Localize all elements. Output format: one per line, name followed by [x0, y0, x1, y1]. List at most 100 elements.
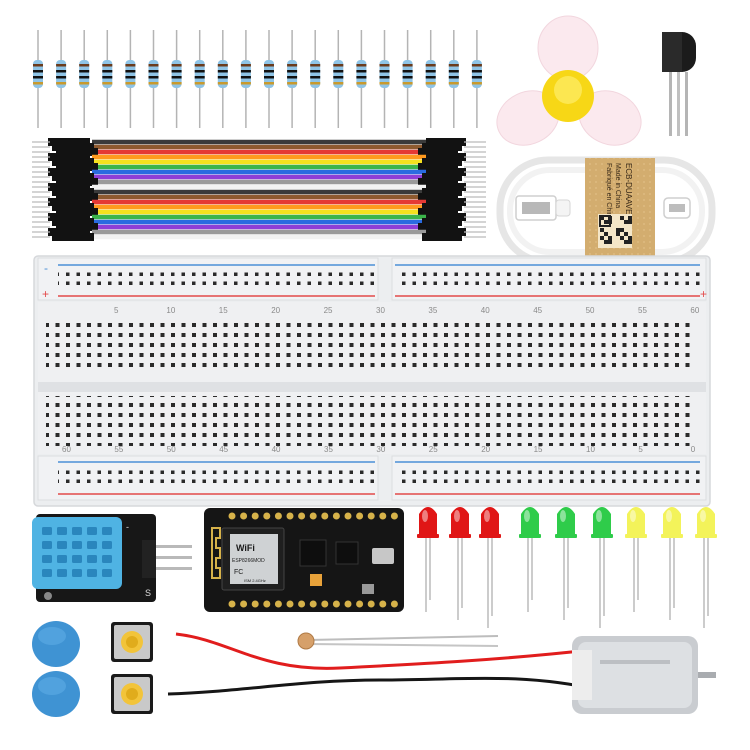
column-number: 40 — [272, 445, 281, 454]
resistor — [240, 30, 251, 128]
resistor — [264, 30, 274, 128]
jumper-wire — [32, 228, 486, 236]
column-number: 55 — [114, 445, 123, 454]
button-caps — [32, 621, 80, 717]
ism-mark: ISM 2.4GHz — [244, 578, 266, 583]
jumper-wire — [32, 223, 486, 231]
column-number: 20 — [481, 445, 490, 454]
motor-wires — [167, 632, 601, 696]
resistor — [125, 30, 136, 128]
column-number: 50 — [586, 306, 595, 315]
jumper-wire — [32, 188, 486, 196]
esp8266-board: WiFi ESP8266MOD FC ISM 2.4GHz — [204, 508, 404, 612]
jumper-wire — [32, 158, 486, 166]
jumper-wire — [32, 148, 486, 156]
column-number: 50 — [167, 445, 176, 454]
column-number: 30 — [376, 306, 385, 315]
fan-propeller — [496, 15, 642, 146]
usb-tag-line-1: ECB-DUAAVE — [624, 163, 633, 214]
column-number: 15 — [219, 306, 228, 315]
esp-shield-can — [230, 534, 278, 584]
jumper-wire — [32, 198, 486, 206]
column-number: 30 — [376, 445, 385, 454]
column-number: 5 — [638, 445, 643, 454]
resistor — [333, 30, 344, 128]
jumper-wire — [32, 213, 486, 221]
resistor — [102, 30, 113, 128]
led — [519, 507, 541, 612]
column-number: 20 — [271, 306, 280, 315]
led — [625, 507, 647, 612]
resistor — [287, 30, 298, 128]
resistor — [402, 30, 413, 128]
led — [695, 507, 717, 628]
jumper-wire — [32, 208, 486, 216]
antenna-trace — [211, 527, 221, 579]
led — [479, 507, 501, 628]
resistor — [448, 30, 459, 128]
jumper-wire-bundle — [32, 138, 486, 241]
dht-sensor-module: - S — [32, 514, 192, 602]
resistor-strip — [33, 30, 482, 128]
resistor — [148, 30, 159, 128]
led — [417, 507, 439, 612]
column-number: 55 — [638, 306, 647, 315]
jumper-wire — [32, 168, 486, 176]
resistor — [217, 30, 228, 128]
column-number: 25 — [324, 306, 333, 315]
sensor-signal-mark: S — [145, 588, 151, 598]
jumper-wire — [32, 138, 486, 146]
led — [591, 507, 613, 628]
photoresistor — [297, 632, 499, 650]
led — [449, 507, 471, 620]
resistor — [471, 30, 482, 128]
resistor — [79, 30, 90, 128]
jumper-wire — [32, 153, 486, 161]
resistor — [194, 30, 205, 128]
usb-tag-line-2: Made in China — [614, 163, 621, 208]
column-number: 5 — [114, 306, 119, 315]
column-number: 60 — [62, 445, 71, 454]
jumper-wire — [32, 163, 486, 171]
resistor — [33, 30, 43, 128]
jumper-wire — [32, 143, 486, 151]
dht-sensor-housing — [32, 517, 122, 589]
usb-cable-coil: ECB-DUAAVE Made in China Fabriqué en Chi… — [496, 156, 716, 266]
led-set — [417, 507, 717, 628]
resistor — [425, 30, 436, 128]
led — [661, 507, 683, 620]
jumper-wire — [32, 183, 486, 191]
rail-plus-mark: + — [42, 287, 49, 301]
column-number: 0 — [691, 445, 696, 454]
sensor-minus-mark: - — [126, 522, 129, 532]
jumper-wire — [32, 193, 486, 201]
column-number: 10 — [586, 445, 595, 454]
column-number: 15 — [534, 445, 543, 454]
column-number: 35 — [324, 445, 333, 454]
jumper-wire — [32, 218, 486, 226]
column-number: 45 — [533, 306, 542, 315]
jumper-wire — [32, 173, 486, 181]
dc-motor — [572, 636, 716, 714]
esp-chip-label: ESP8266MOD — [232, 558, 265, 564]
micro-usb-port — [372, 548, 394, 564]
jumper-wire — [32, 178, 486, 186]
transistor-component — [662, 32, 696, 136]
resistor — [56, 30, 67, 128]
column-number: 35 — [428, 306, 437, 315]
resistor — [171, 30, 182, 128]
jumper-wire — [32, 233, 486, 241]
usb-tag-line-3: Fabriqué en Chine — [605, 163, 612, 221]
led — [555, 507, 577, 620]
resistor — [310, 30, 321, 128]
column-number: 45 — [219, 445, 228, 454]
tactile-switches — [111, 622, 153, 714]
column-number: 60 — [690, 306, 699, 315]
usb-cable-tag: ECB-DUAAVE Made in China Fabriqué en Chi… — [585, 158, 655, 264]
rail-plus-mark-right: + — [700, 287, 707, 301]
rail-minus-mark: - — [44, 261, 48, 275]
column-number: 25 — [429, 445, 438, 454]
wifi-label: WiFi — [236, 543, 255, 553]
